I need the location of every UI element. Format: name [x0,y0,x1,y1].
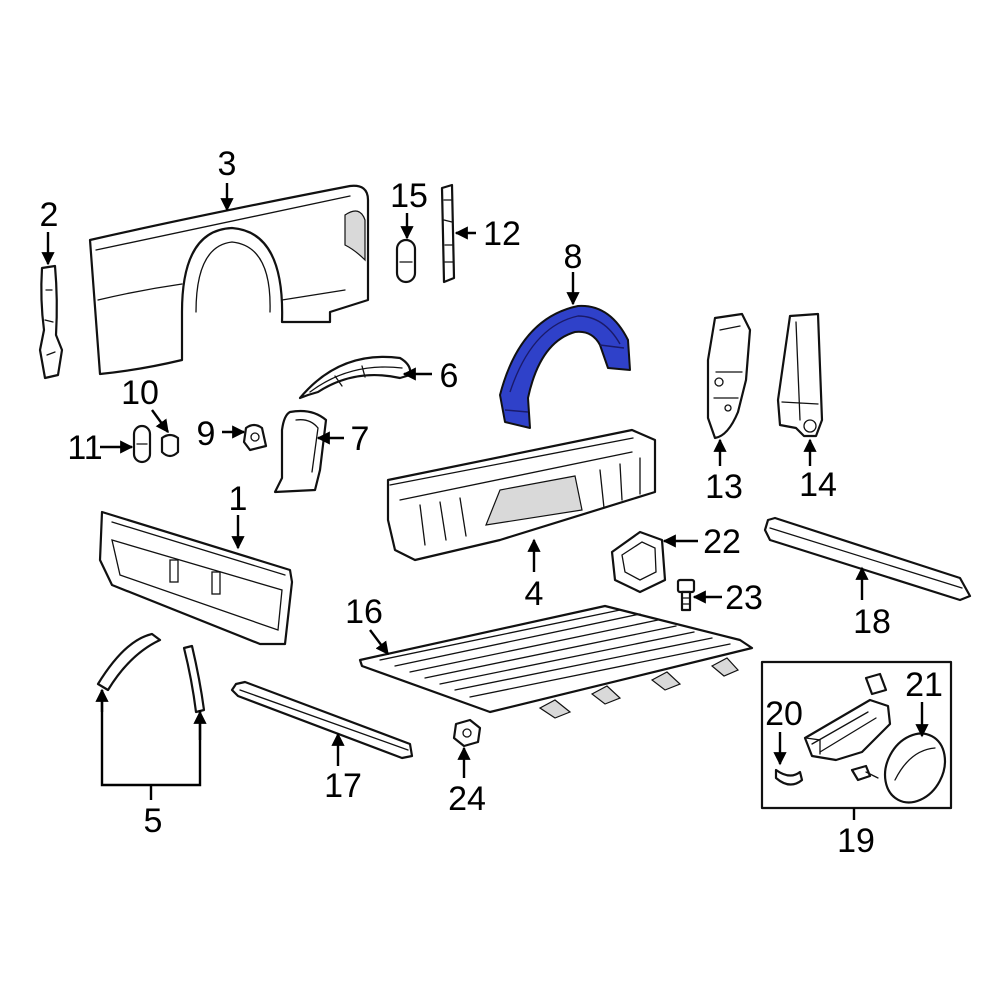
leader-lines [41,183,929,820]
part-21-fuel-door[interactable] [873,723,956,813]
part-3-bed-side-panel[interactable] [88,184,370,376]
part-15-reflector-lamp[interactable] [395,238,417,284]
part-5-seal-strips[interactable] [96,632,206,714]
callout-6: 6 [440,357,459,395]
part-17-side-sill[interactable] [230,680,414,760]
callout-21: 21 [905,666,943,704]
part-1-tailgate[interactable] [98,510,294,646]
part-10-bulb[interactable] [160,433,180,458]
callout-9: 9 [197,415,216,453]
part-4-front-panel[interactable] [386,428,657,562]
callout-13: 13 [705,468,743,506]
callout-23: 23 [725,579,763,617]
callout-16: 16 [345,593,383,631]
part-8-inner-wheelhouse[interactable] [499,304,631,429]
part-13-rear-pillar[interactable] [706,312,752,440]
part-7-splash-shield[interactable] [273,409,328,494]
part-9-clip[interactable] [242,423,268,452]
part-20-clip[interactable] [774,768,804,786]
callout-7: 7 [351,420,370,458]
callout-24: 24 [448,780,486,818]
part-16-bed-floor[interactable] [358,604,754,719]
part-19-housing [803,698,892,762]
callout-1: 1 [229,480,248,518]
part-23-bolt[interactable] [676,578,696,612]
part-2-pillar-trim[interactable] [38,264,64,380]
callout-20: 20 [765,695,803,733]
callout-2: 2 [40,196,59,234]
callout-12: 12 [483,215,521,253]
callout-22: 22 [703,523,741,561]
part-14-tail-pillar[interactable] [776,312,824,438]
part-24-nut[interactable] [452,718,482,748]
callout-14: 14 [799,466,837,504]
callout-4: 4 [525,575,544,613]
callout-19: 19 [837,822,875,860]
part-6-wheelhouse-liner[interactable] [298,355,412,400]
part-12-bracket[interactable] [440,183,456,284]
callout-labels: 3 2 15 12 8 6 7 9 10 11 1 13 14 22 4 23 … [40,145,943,860]
part-19-fuel-door-kit[interactable] [760,660,953,810]
callout-18: 18 [853,603,891,641]
part-22-bracket[interactable] [610,530,667,594]
part-18-rear-sill[interactable] [763,516,972,602]
callout-15: 15 [390,177,428,215]
callout-10: 10 [121,374,159,412]
callout-17: 17 [324,767,362,805]
part-11-lamp-lens[interactable] [132,424,152,464]
callout-11: 11 [67,429,102,467]
part-8-fill [499,304,631,429]
callout-3: 3 [218,145,237,183]
callout-8: 8 [564,238,583,276]
callout-5: 5 [144,802,163,840]
